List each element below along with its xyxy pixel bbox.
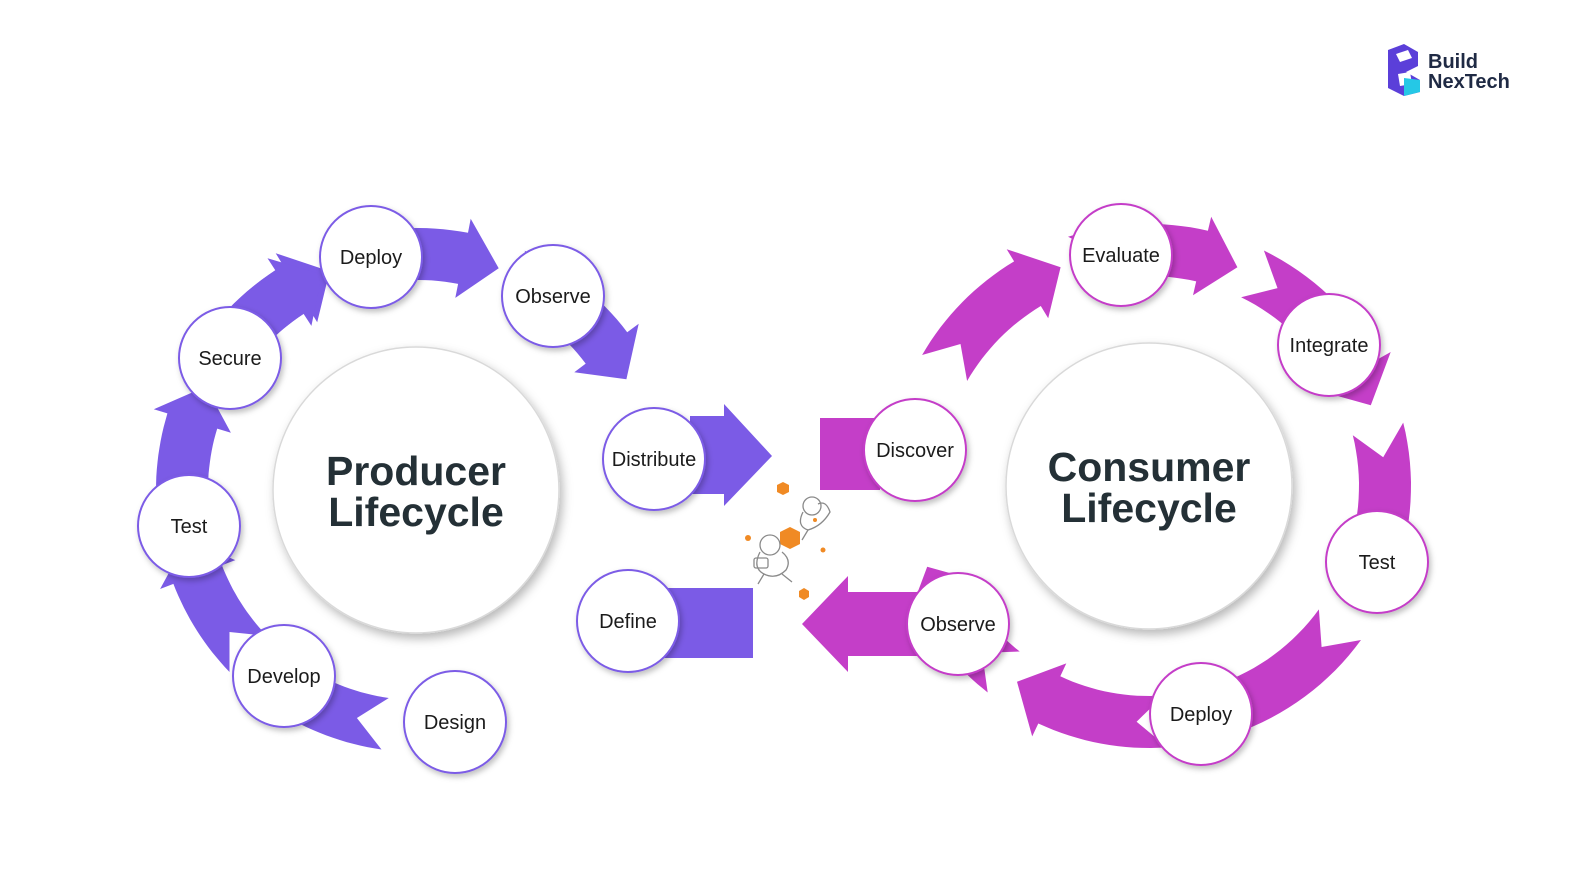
producer-stage-observe: Observe bbox=[501, 244, 605, 348]
producer-stage-secure: Secure bbox=[178, 306, 282, 410]
brand-logo: Build NexTech bbox=[1388, 44, 1510, 96]
producer-stage-label: Distribute bbox=[612, 449, 696, 471]
consumer-out-arrow bbox=[802, 576, 920, 672]
producer-title-line1: Producer bbox=[326, 448, 506, 494]
consumer-stages: Evaluate Integrate Test Deploy Observe D… bbox=[863, 203, 1429, 766]
astronauts-with-hexagons-icon bbox=[745, 482, 831, 600]
producer-stage-label: Design bbox=[424, 712, 486, 734]
consumer-arrow-segment bbox=[1017, 663, 1168, 748]
producer-stage-test: Test bbox=[137, 474, 241, 578]
producer-center: Producer Lifecycle bbox=[272, 346, 560, 634]
consumer-stage-evaluate: Evaluate bbox=[1069, 203, 1173, 307]
consumer-title-line2: Lifecycle bbox=[1061, 485, 1237, 531]
consumer-center: Consumer Lifecycle bbox=[1005, 342, 1293, 630]
consumer-stage-label: Test bbox=[1359, 552, 1396, 574]
producer-stage-develop: Develop bbox=[232, 624, 336, 728]
consumer-stage-observe: Observe bbox=[906, 572, 1010, 676]
consumer-stage-label: Integrate bbox=[1290, 335, 1369, 357]
brand-line2: NexTech bbox=[1428, 71, 1510, 93]
brand-line1: Build bbox=[1428, 51, 1478, 73]
consumer-title-line1: Consumer bbox=[1048, 444, 1251, 490]
producer-out-arrow bbox=[690, 404, 772, 506]
consumer-stage-test: Test bbox=[1325, 510, 1429, 614]
producer-stage-define: Define bbox=[576, 569, 680, 673]
producer-stage-label: Secure bbox=[198, 348, 261, 370]
producer-stage-label: Develop bbox=[247, 666, 320, 688]
producer-stage-label: Define bbox=[599, 611, 657, 633]
producer-stages: Deploy Observe Distribute Define Design … bbox=[137, 205, 706, 774]
producer-stage-deploy: Deploy bbox=[319, 205, 423, 309]
producer-stage-label: Deploy bbox=[340, 247, 402, 269]
consumer-stage-label: Discover bbox=[876, 440, 954, 462]
producer-stage-distribute: Distribute bbox=[602, 407, 706, 511]
consumer-stage-integrate: Integrate bbox=[1277, 293, 1381, 397]
build-nextech-logo-icon bbox=[1388, 44, 1420, 96]
consumer-stage-label: Deploy bbox=[1170, 704, 1232, 726]
producer-stage-label: Observe bbox=[515, 286, 591, 308]
producer-in-bar bbox=[660, 588, 753, 658]
producer-stage-design: Design bbox=[403, 670, 507, 774]
producer-title-line2: Lifecycle bbox=[328, 489, 504, 535]
consumer-arrow-segment bbox=[922, 249, 1061, 381]
consumer-stage-label: Observe bbox=[920, 614, 996, 636]
consumer-stage-label: Evaluate bbox=[1082, 245, 1160, 267]
producer-stage-label: Test bbox=[171, 516, 208, 538]
consumer-stage-deploy: Deploy bbox=[1149, 662, 1253, 766]
consumer-stage-discover: Discover bbox=[863, 398, 967, 502]
